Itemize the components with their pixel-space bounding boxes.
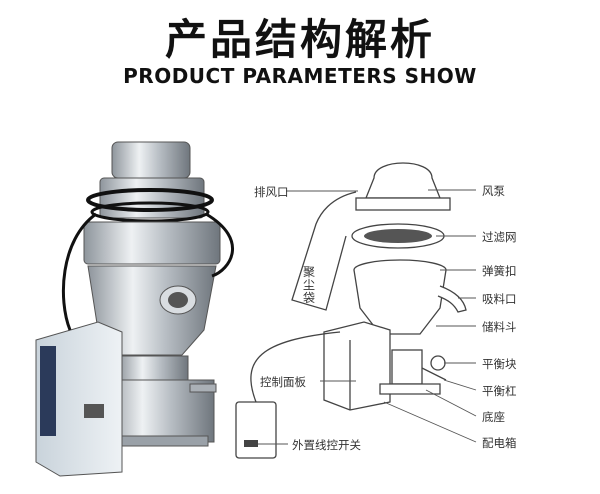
base-column — [391, 349, 423, 385]
filter-section — [83, 221, 221, 265]
suction-pipe-opening — [168, 292, 188, 308]
control-box-panel — [40, 346, 56, 436]
power-cable — [205, 212, 235, 278]
power-cable — [61, 212, 97, 331]
leader-bar — [443, 379, 477, 391]
page-subtitle: PRODUCT PARAMETERS SHOW — [123, 64, 477, 88]
dust-bag-shape — [291, 191, 357, 311]
leader-distribution — [383, 401, 477, 443]
label-hopper: 储料斗 — [482, 320, 517, 334]
hopper-shape — [353, 269, 447, 335]
label-suction-port: 吸料口 — [482, 292, 517, 306]
control-box-latch — [84, 404, 104, 418]
balance-bar — [189, 383, 217, 393]
label-fan-pump: 风泵 — [482, 184, 505, 198]
cable-coil — [86, 188, 214, 212]
suction-pipe-shape — [437, 285, 467, 313]
label-distribution-box: 配电箱 — [482, 436, 517, 450]
label-balance-bar: 平衡杠 — [482, 384, 517, 398]
external-switch-button — [244, 440, 258, 447]
label-filter-mesh: 过滤网 — [482, 230, 517, 244]
balance-bar-shape — [421, 367, 447, 381]
leader-base — [425, 389, 477, 417]
label-control-panel: 控制面板 — [260, 375, 306, 389]
switch-cable — [250, 331, 341, 403]
base-neck — [117, 355, 189, 381]
label-base: 底座 — [482, 410, 505, 424]
page-title: 产品结构解析 — [164, 15, 435, 64]
external-switch-shape — [235, 401, 277, 459]
control-box — [35, 321, 123, 477]
filter-mesh-grid — [364, 229, 432, 243]
label-balance-block: 平衡块 — [482, 357, 517, 371]
fan-pump-shape — [365, 162, 441, 199]
balance-block-shape — [430, 355, 446, 371]
label-external-switch: 外置线控开关 — [292, 438, 361, 452]
label-exhaust-port: 排风口 — [254, 185, 289, 199]
label-spring-clip: 弹簧扣 — [482, 264, 517, 278]
control-panel-shape — [323, 321, 391, 411]
fan-pump-base — [355, 197, 451, 211]
cable-coil — [90, 201, 210, 223]
base-plate-shape — [379, 383, 441, 395]
label-dust-bag: 聚尘袋 — [302, 265, 315, 305]
